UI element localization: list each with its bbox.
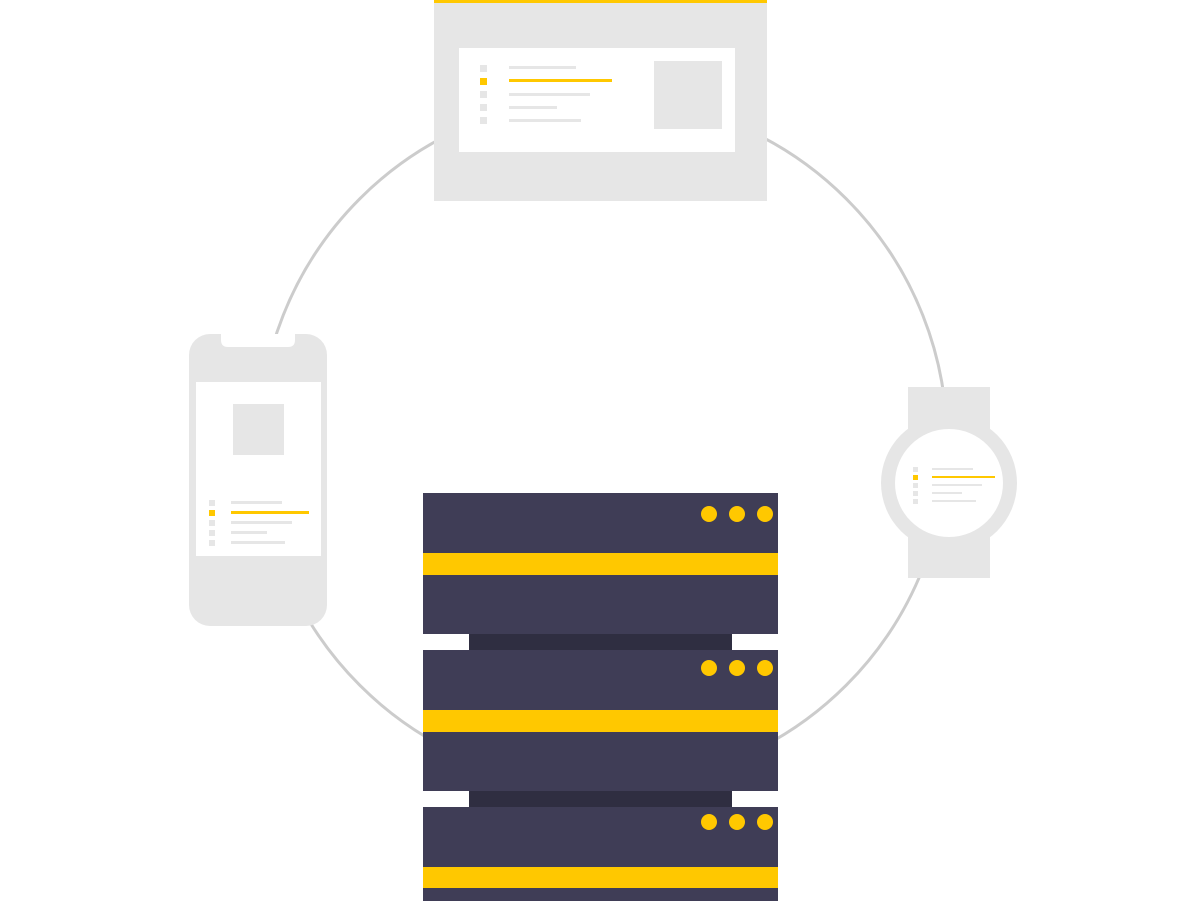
smartwatch-list-bullet: [913, 483, 918, 488]
smartphone-list-bullet: [209, 530, 215, 536]
smartwatch-list-bullet: [913, 467, 918, 472]
server-connector: [469, 790, 732, 808]
server-indicator-light: [757, 660, 773, 676]
desktop-monitor-top-accent: [434, 0, 767, 3]
server-unit-stripe: [423, 553, 778, 575]
server-indicator-light: [729, 814, 745, 830]
server-unit: [423, 650, 778, 791]
server-rack: [423, 493, 778, 901]
desktop-list-line: [509, 119, 581, 122]
desktop-list-bullet: [480, 91, 487, 98]
desktop-list-line: [509, 106, 557, 109]
smartphone-list-line-active: [231, 511, 309, 514]
smartwatch-list-line: [932, 468, 973, 470]
smartwatch-list: [913, 467, 995, 504]
server-unit: [423, 493, 778, 634]
smartphone-image-placeholder: [233, 404, 284, 455]
desktop-list-bullet: [480, 117, 487, 124]
server-indicator-light: [701, 814, 717, 830]
smartphone-list-line: [231, 501, 282, 504]
desktop-list-line: [509, 93, 590, 96]
smartwatch-list-line: [932, 492, 962, 494]
smartwatch-list-line-active: [932, 476, 995, 478]
server-connector: [469, 633, 732, 651]
smartphone-list: [209, 500, 309, 546]
smartphone-list-bullet: [209, 500, 215, 506]
desktop-list-bullet-active: [480, 78, 487, 85]
server-indicator-light: [729, 660, 745, 676]
server-unit-stripe: [423, 867, 778, 888]
smartphone-list-bullet: [209, 540, 215, 546]
smartwatch-list-bullet: [913, 499, 918, 504]
smartphone-list-line: [231, 541, 285, 544]
desktop-list-bullet: [480, 65, 487, 72]
server-indicator-light: [701, 506, 717, 522]
smartphone-notch: [221, 334, 295, 347]
smartphone-list-bullet-active: [209, 510, 215, 516]
smartphone-list-line: [231, 531, 267, 534]
server-unit-stripe: [423, 710, 778, 732]
desktop-monitor: [434, 0, 767, 201]
smartwatch: [881, 387, 1017, 578]
server-indicator-light: [701, 660, 717, 676]
smartwatch-list-bullet-active: [913, 475, 918, 480]
desktop-image-placeholder: [654, 61, 722, 129]
smartphone-list-line: [231, 521, 292, 524]
smartwatch-face: [895, 429, 1003, 537]
smartphone: [189, 334, 327, 626]
smartphone-list-bullet: [209, 520, 215, 526]
server-indicator-light: [757, 814, 773, 830]
desktop-list-line-active: [509, 79, 612, 82]
desktop-list: [480, 65, 612, 124]
server-unit: [423, 807, 778, 901]
smartwatch-list-line: [932, 500, 976, 502]
desktop-list-line: [509, 66, 576, 69]
server-indicator-light: [757, 506, 773, 522]
desktop-list-bullet: [480, 104, 487, 111]
server-indicator-light: [729, 506, 745, 522]
smartwatch-list-bullet: [913, 491, 918, 496]
smartwatch-list-line: [932, 484, 982, 486]
